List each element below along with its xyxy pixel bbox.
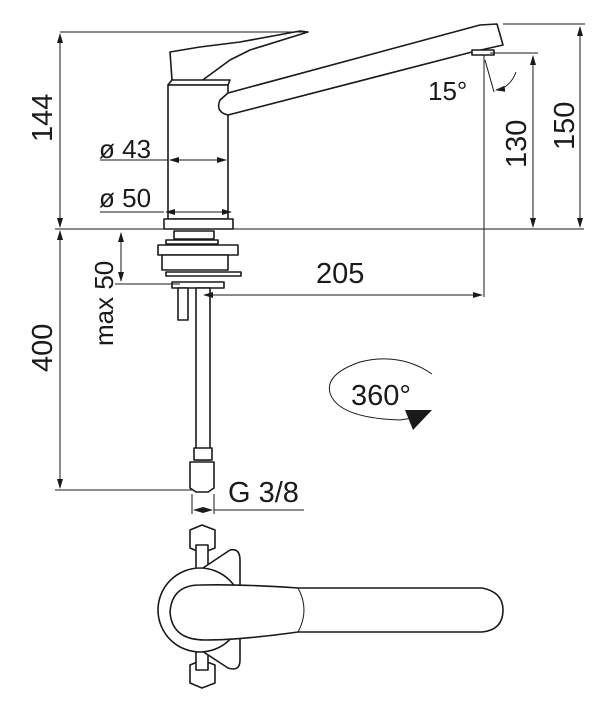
faucet-side-view (60, 23, 504, 493)
rotation-arrow-icon (405, 410, 432, 430)
spout (217, 23, 504, 116)
lever-seam (297, 587, 305, 633)
rotation-symbol (328, 358, 433, 430)
faucet-top-view (157, 524, 504, 689)
fitting-plate (157, 244, 239, 256)
hose-ferrule (193, 447, 213, 461)
dim-body-diameter: ø 43 (99, 134, 151, 164)
dimension-lines (55, 23, 585, 514)
dim-connection: G 3/8 (228, 477, 299, 509)
dim-overall-height: 150 (549, 102, 581, 150)
dim-under-length: 400 (27, 324, 59, 372)
base-plate (163, 218, 234, 230)
angle-line-15 (484, 59, 495, 93)
rotation-label: 360° (351, 380, 411, 412)
fitting-block (161, 254, 229, 271)
dim-reach: 205 (316, 258, 364, 290)
dim-max-deck: max 50 (89, 261, 119, 346)
fitting-washer (165, 239, 219, 245)
dim-spout-angle: 15° (428, 76, 467, 106)
angle-arc-15 (495, 71, 517, 92)
dim-height-total: 144 (27, 94, 59, 142)
fitting-ring (173, 230, 215, 240)
fitting-washer-lower (165, 271, 242, 277)
hose-nut (189, 461, 215, 493)
rotation-arc (328, 358, 433, 421)
dim-base-diameter: ø 50 (99, 183, 151, 213)
threaded-rod (177, 287, 189, 321)
fitting-nut (171, 281, 225, 289)
supply-hose (195, 287, 211, 461)
lever-top (169, 584, 504, 641)
lever-handle (169, 30, 309, 83)
dim-outlet-height: 130 (501, 120, 533, 168)
